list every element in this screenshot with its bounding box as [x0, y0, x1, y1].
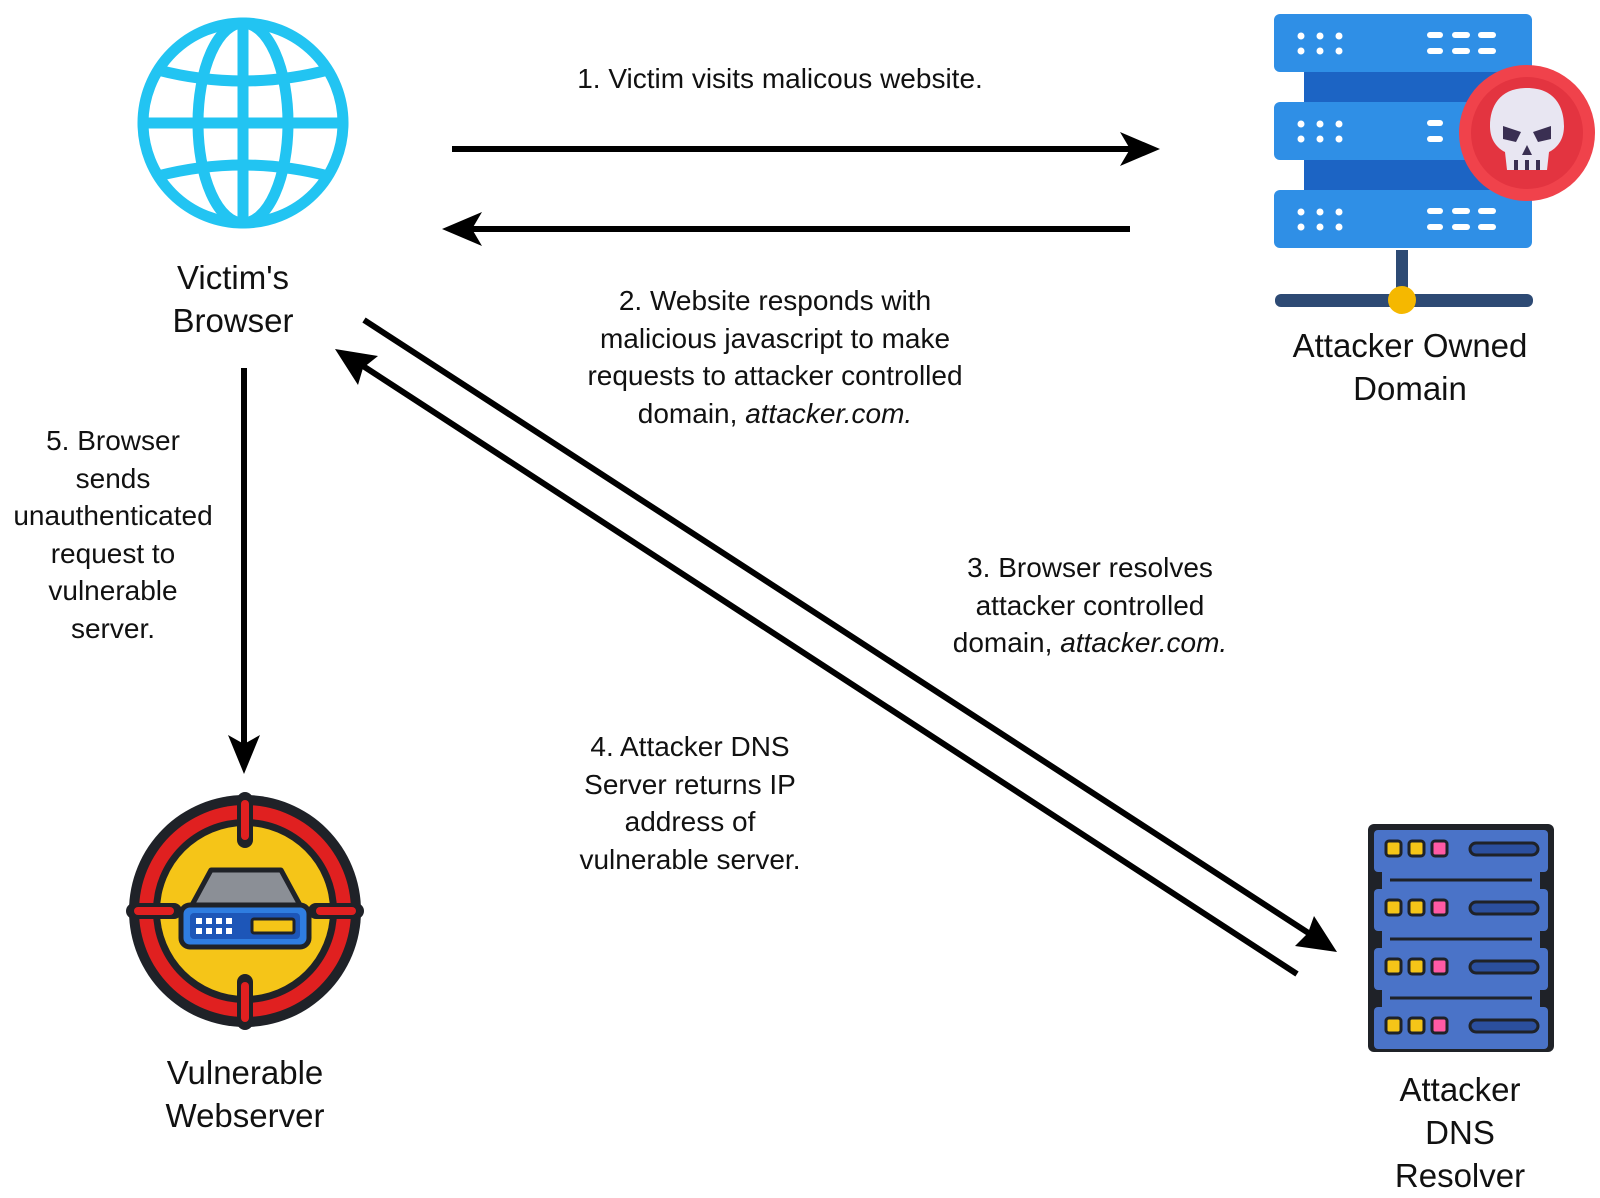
step2-line3: requests to attacker controlled	[587, 360, 963, 391]
dns-resolver-label-line2: DNS	[1425, 1114, 1495, 1151]
step5-line2: sends	[75, 462, 151, 494]
step3-line2: attacker controlled	[975, 589, 1205, 621]
dns-resolver-label: Attacker DNS Resolver	[1360, 1068, 1560, 1197]
dns-resolver-label-line3: Resolver	[1394, 1157, 1526, 1194]
step3-line3-text: domain,	[952, 627, 1061, 658]
attacker-domain-label-line2: Domain	[1353, 370, 1467, 407]
step2-domain: attacker.com.	[745, 397, 913, 429]
step4-label: 4. Attacker DNS Server returns IP addres…	[540, 728, 840, 878]
step1-label: 1. Victim visits malicous website.	[500, 60, 1060, 98]
attacker-domain-label: Attacker Owned Domain	[1260, 324, 1560, 410]
target-router-icon	[126, 792, 364, 1030]
dns-resolver-label-line1: Attacker	[1399, 1071, 1521, 1108]
step2-line4: domain, attacker.com.	[540, 395, 1010, 433]
skull-icon	[1459, 65, 1595, 201]
step5-line5: vulnerable	[48, 575, 178, 606]
webserver-label-line1: Vulnerable	[166, 1054, 324, 1091]
step4-line1: 4. Attacker DNS	[590, 731, 790, 762]
arrow-step3	[362, 317, 1337, 952]
arrow-step4	[335, 349, 1299, 977]
step4-line3: address of	[624, 806, 756, 837]
arrow-step5	[228, 368, 260, 774]
step2-line2: malicious javascript to make	[599, 322, 951, 354]
step3-label: 3. Browser resolves attacker controlled …	[900, 549, 1280, 662]
step3-line3: domain, attacker.com.	[900, 624, 1280, 662]
step2-line4-text: domain,	[637, 397, 746, 429]
step3-line1: 3. Browser resolves	[967, 552, 1213, 583]
webserver-label: Vulnerable Webserver	[130, 1051, 360, 1137]
step5-line3: unauthenticated	[13, 500, 213, 531]
server-rack-icon	[1368, 824, 1554, 1052]
browser-label-line1: Victim's	[176, 259, 290, 296]
server-skull-icon	[1274, 14, 1595, 314]
step1-line1: 1. Victim visits malicous website.	[577, 63, 983, 94]
step5-label: 5. Browser sends unauthenticated request…	[0, 422, 226, 647]
arrow-step2	[442, 212, 1130, 246]
arrow-step1	[452, 132, 1160, 166]
rack-leds	[1384, 839, 1540, 1035]
step2-label: 2. Website responds with malicious javas…	[540, 282, 1010, 432]
step5-line6: server.	[70, 612, 156, 644]
step4-line4: vulnerable server.	[579, 843, 801, 875]
step5-line4: request to	[50, 537, 176, 569]
step4-line2: Server returns IP	[584, 768, 796, 800]
browser-label-line2: Browser	[172, 302, 294, 339]
browser-label: Victim's Browser	[133, 256, 333, 342]
step2-line1: 2. Website responds with	[618, 285, 932, 316]
step5-line1: 5. Browser	[46, 425, 180, 456]
attacker-domain-label-line1: Attacker Owned	[1292, 327, 1528, 364]
globe-icon	[137, 17, 349, 229]
webserver-label-line2: Webserver	[165, 1097, 325, 1134]
step3-domain: attacker.com.	[1060, 627, 1228, 658]
